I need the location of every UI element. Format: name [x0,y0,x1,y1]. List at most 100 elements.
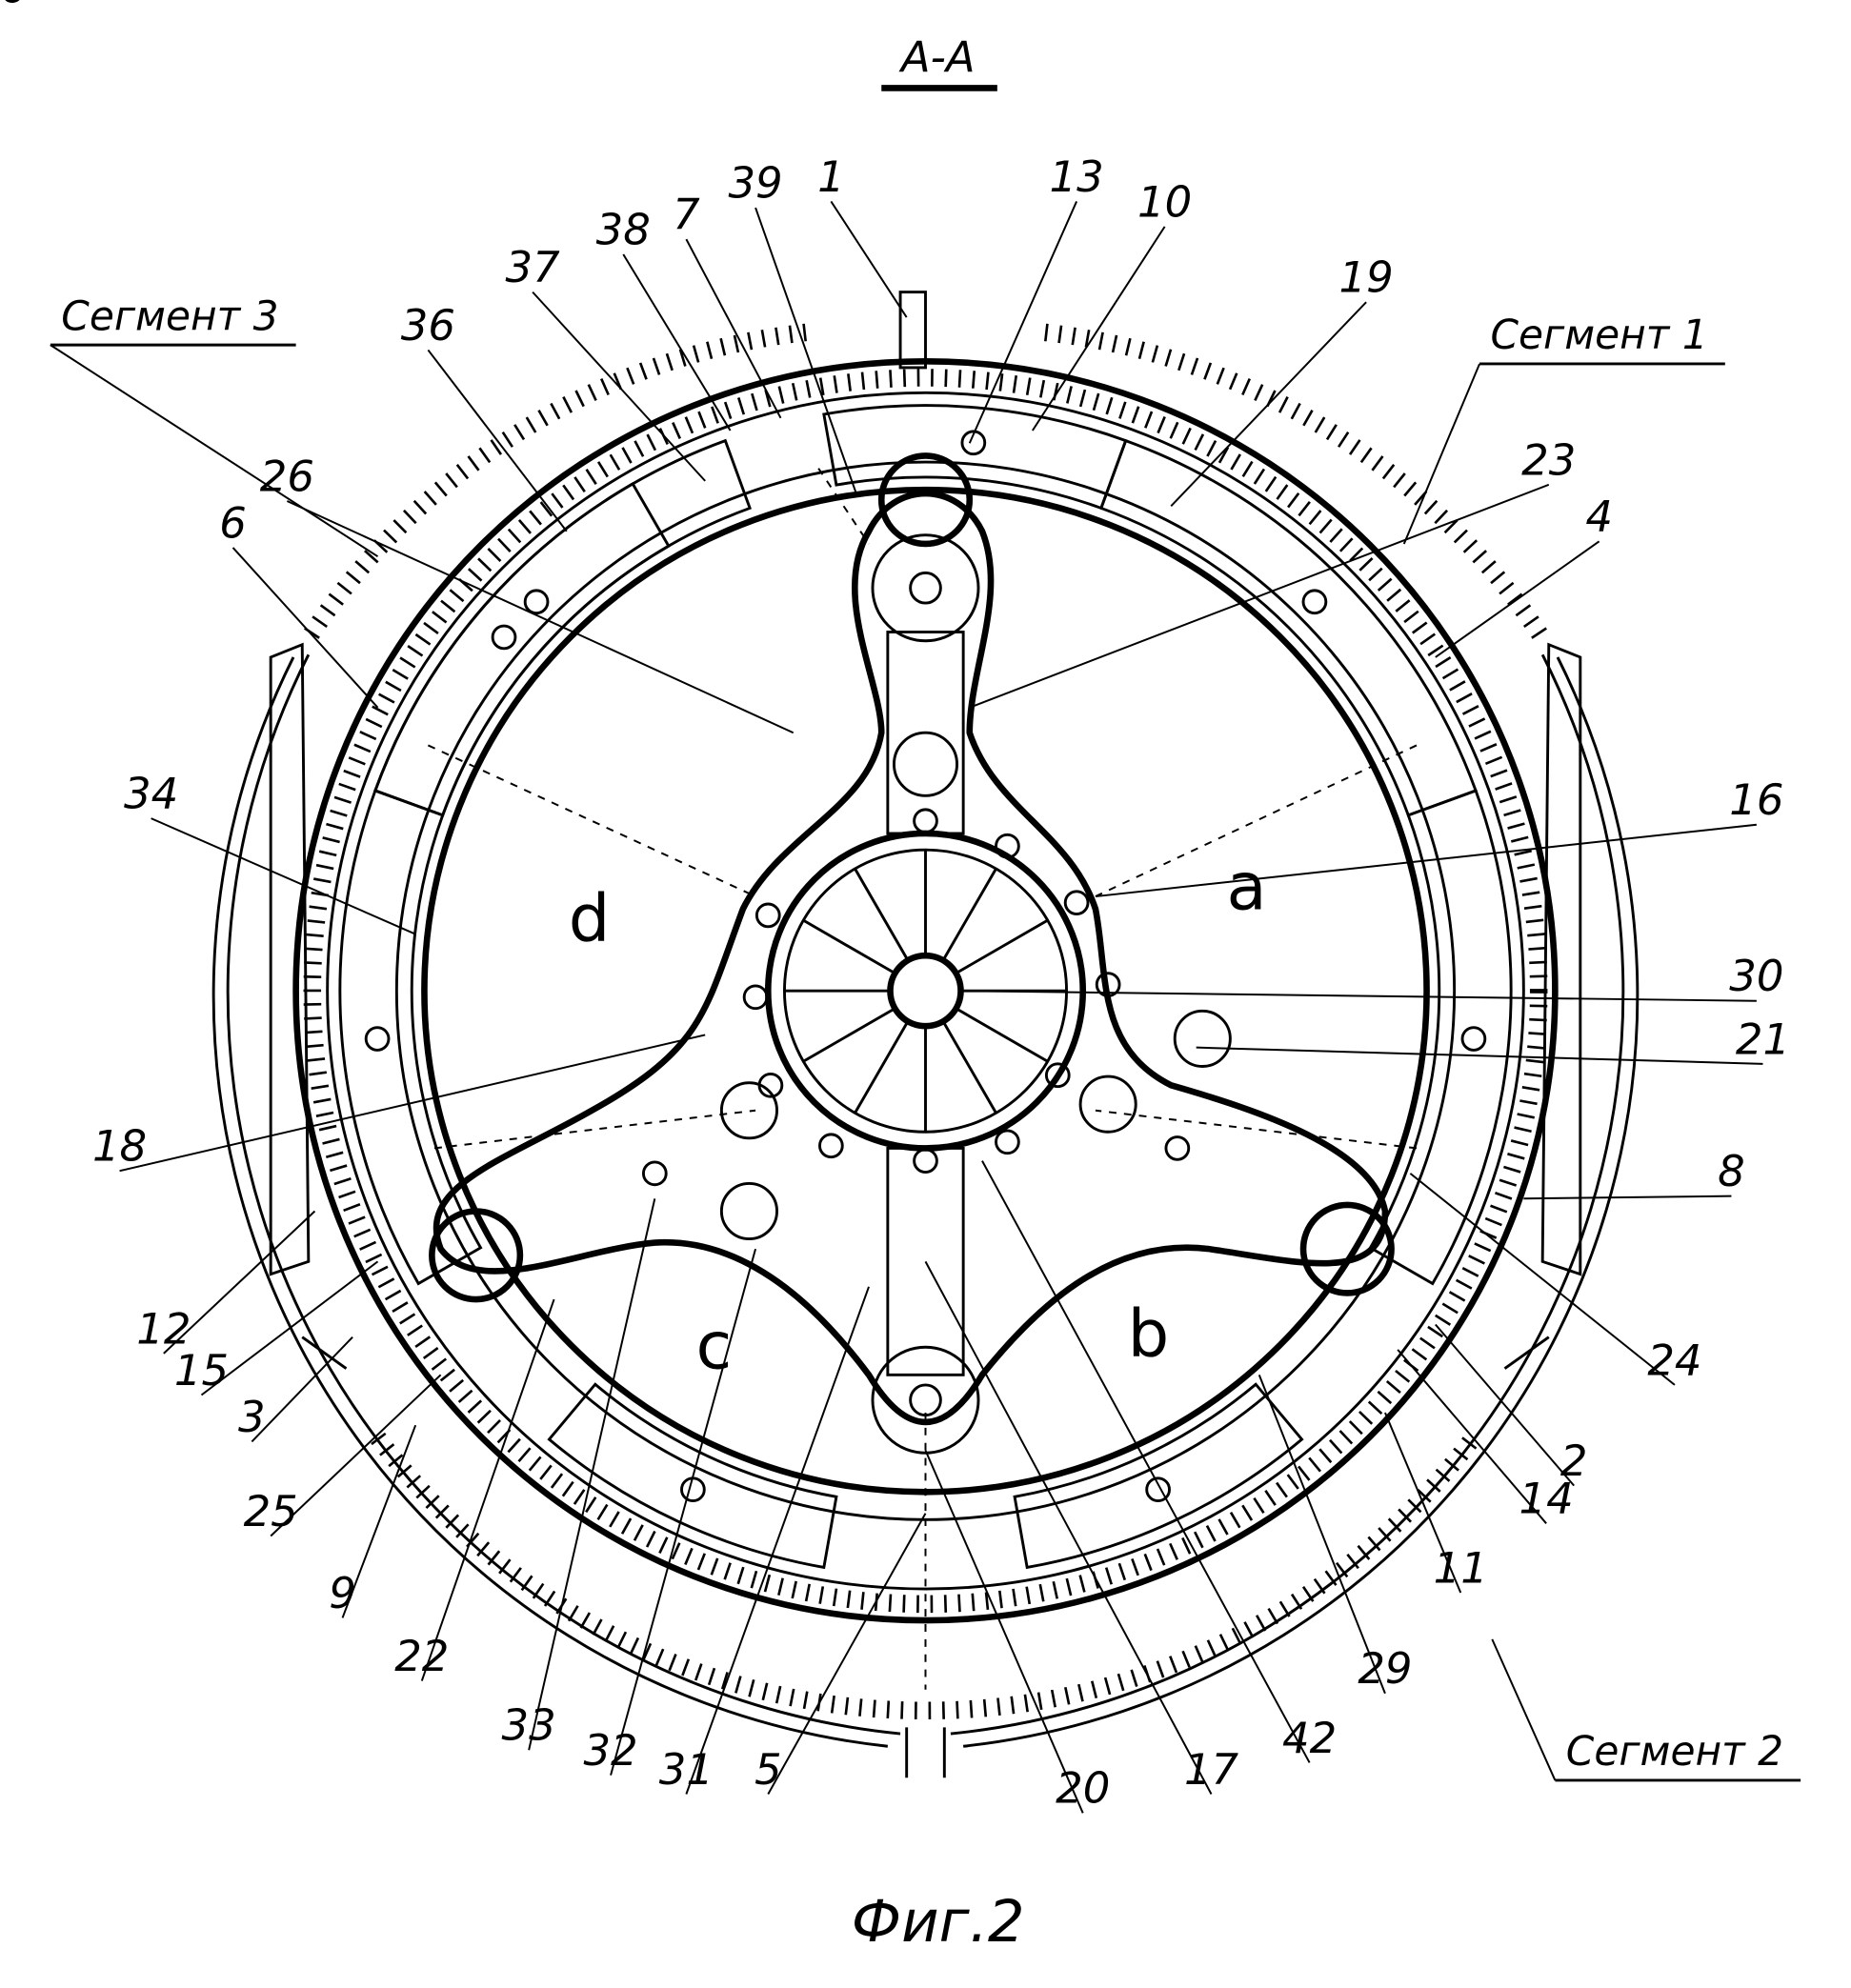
leader-line-4 [1435,540,1600,658]
rotor-hole [1164,1135,1191,1161]
reference-numeral-12: 12 [136,1303,191,1354]
reference-numeral-34: 34 [124,769,178,819]
spoke [957,918,1049,974]
leader-line-15 [200,1260,379,1396]
pocket-hole [523,589,550,615]
reference-labels: 1234567891011121314151617181920212223242… [0,0,1790,1814]
rotor-hole [1063,890,1090,916]
leader-line-12 [163,1210,316,1355]
leader-line-26 [286,500,795,734]
rotor-hole [757,1072,784,1098]
leader-line-16 [1095,823,1757,898]
rotor-hole [1044,1062,1071,1089]
reference-numeral-37: 37 [506,242,561,292]
cooling-pocket [822,404,1128,511]
rotor-hole [754,902,781,929]
leader-line-33 [528,1198,656,1751]
leader-line-7 [685,238,782,419]
chamber-label-a: a [1226,849,1266,925]
segment-leader [50,344,379,558]
rotor-hole [995,1129,1020,1155]
rotor-hole [818,1133,844,1159]
side-housings [269,291,1582,1370]
spoke [802,918,894,974]
rotor-hole [1095,972,1121,997]
reference-numeral-19: 19 [1339,252,1394,303]
reference-numeral-11: 11 [1434,1542,1488,1593]
reference-numeral-8: 8 [1718,1146,1745,1196]
leader-line-10 [1032,226,1166,432]
leader-line-6 [231,547,379,709]
reference-numeral-3: 3 [238,1392,266,1442]
reference-numeral-6: 6 [219,497,247,548]
leader-line-38 [622,253,732,432]
leader-line-39 [754,207,857,494]
leader-line-23 [969,483,1550,709]
pocket-hole [960,430,987,456]
reference-numeral-2: 2 [1560,1436,1588,1486]
leader-lines [119,200,1763,1814]
cooling-pocket [338,789,483,1286]
reference-numeral-25: 25 [244,1486,298,1536]
shaft [887,952,964,1030]
pocket-hole [1145,1476,1171,1503]
chamber-label-d: d [569,880,611,956]
reference-numeral-4: 4 [1585,492,1613,542]
reference-numeral-36: 36 [401,300,455,351]
construction-lines [427,468,1418,1690]
reference-numeral-18: 18 [92,1121,147,1172]
pocket-hole [1460,1026,1487,1052]
segment-leader [1491,1638,1557,1781]
pocket-hole [491,624,517,651]
rotor-hole [913,808,938,834]
cooling-channels [338,404,1513,1570]
reference-numeral-42: 42 [1282,1713,1337,1763]
leader-line-3 [251,1335,353,1443]
spoke [943,1022,997,1114]
leader-line-37 [532,291,706,482]
segment-label-2: Сегмент 2 [1566,1728,1783,1775]
rotor-hole [742,984,769,1011]
section-title-text: A-A [898,31,976,82]
rotor-holes [641,808,1191,1187]
figure-caption: Фиг.2 [852,1889,1025,1956]
spoke [943,868,997,959]
leader-line-42 [981,1160,1311,1763]
leader-line-31 [685,1286,870,1795]
reference-numeral-39: 39 [728,157,782,208]
reference-numeral-9: 9 [329,1568,356,1618]
hub-spokes [784,850,1067,1133]
spoke [802,1008,894,1063]
leader-line-1 [830,200,908,318]
leader-line-21 [1196,1046,1763,1065]
leader-line-17 [924,1260,1213,1795]
segment-label-3: Сегмент 3 [61,292,278,339]
reference-numeral-31: 31 [659,1744,714,1795]
reference-numeral-46: 46 [0,0,28,13]
rotor-hole [641,1160,668,1187]
chamber-label-b: b [1128,1296,1170,1373]
leader-line-20 [924,1450,1084,1814]
rotor-hole [995,833,1020,859]
leader-line-22 [420,1298,555,1681]
cooling-pocket [1013,1382,1304,1570]
leader-line-11 [1384,1412,1462,1594]
reference-numeral-16: 16 [1729,774,1783,825]
pocket-hole [1301,589,1328,615]
reference-numeral-26: 26 [260,451,314,501]
reference-numeral-13: 13 [1050,151,1104,202]
reference-numeral-29: 29 [1358,1643,1412,1694]
rotor-body [433,490,1389,1426]
reference-numeral-5: 5 [754,1744,782,1795]
reference-numeral-15: 15 [174,1345,229,1396]
segment-leader [1402,363,1480,545]
cooling-pocket [547,1382,838,1570]
leader-line-30 [963,990,1757,1002]
reference-numeral-7: 7 [673,190,700,240]
reference-numeral-24: 24 [1647,1335,1701,1385]
section-title: A-A [881,31,997,91]
spoke [957,1008,1049,1063]
